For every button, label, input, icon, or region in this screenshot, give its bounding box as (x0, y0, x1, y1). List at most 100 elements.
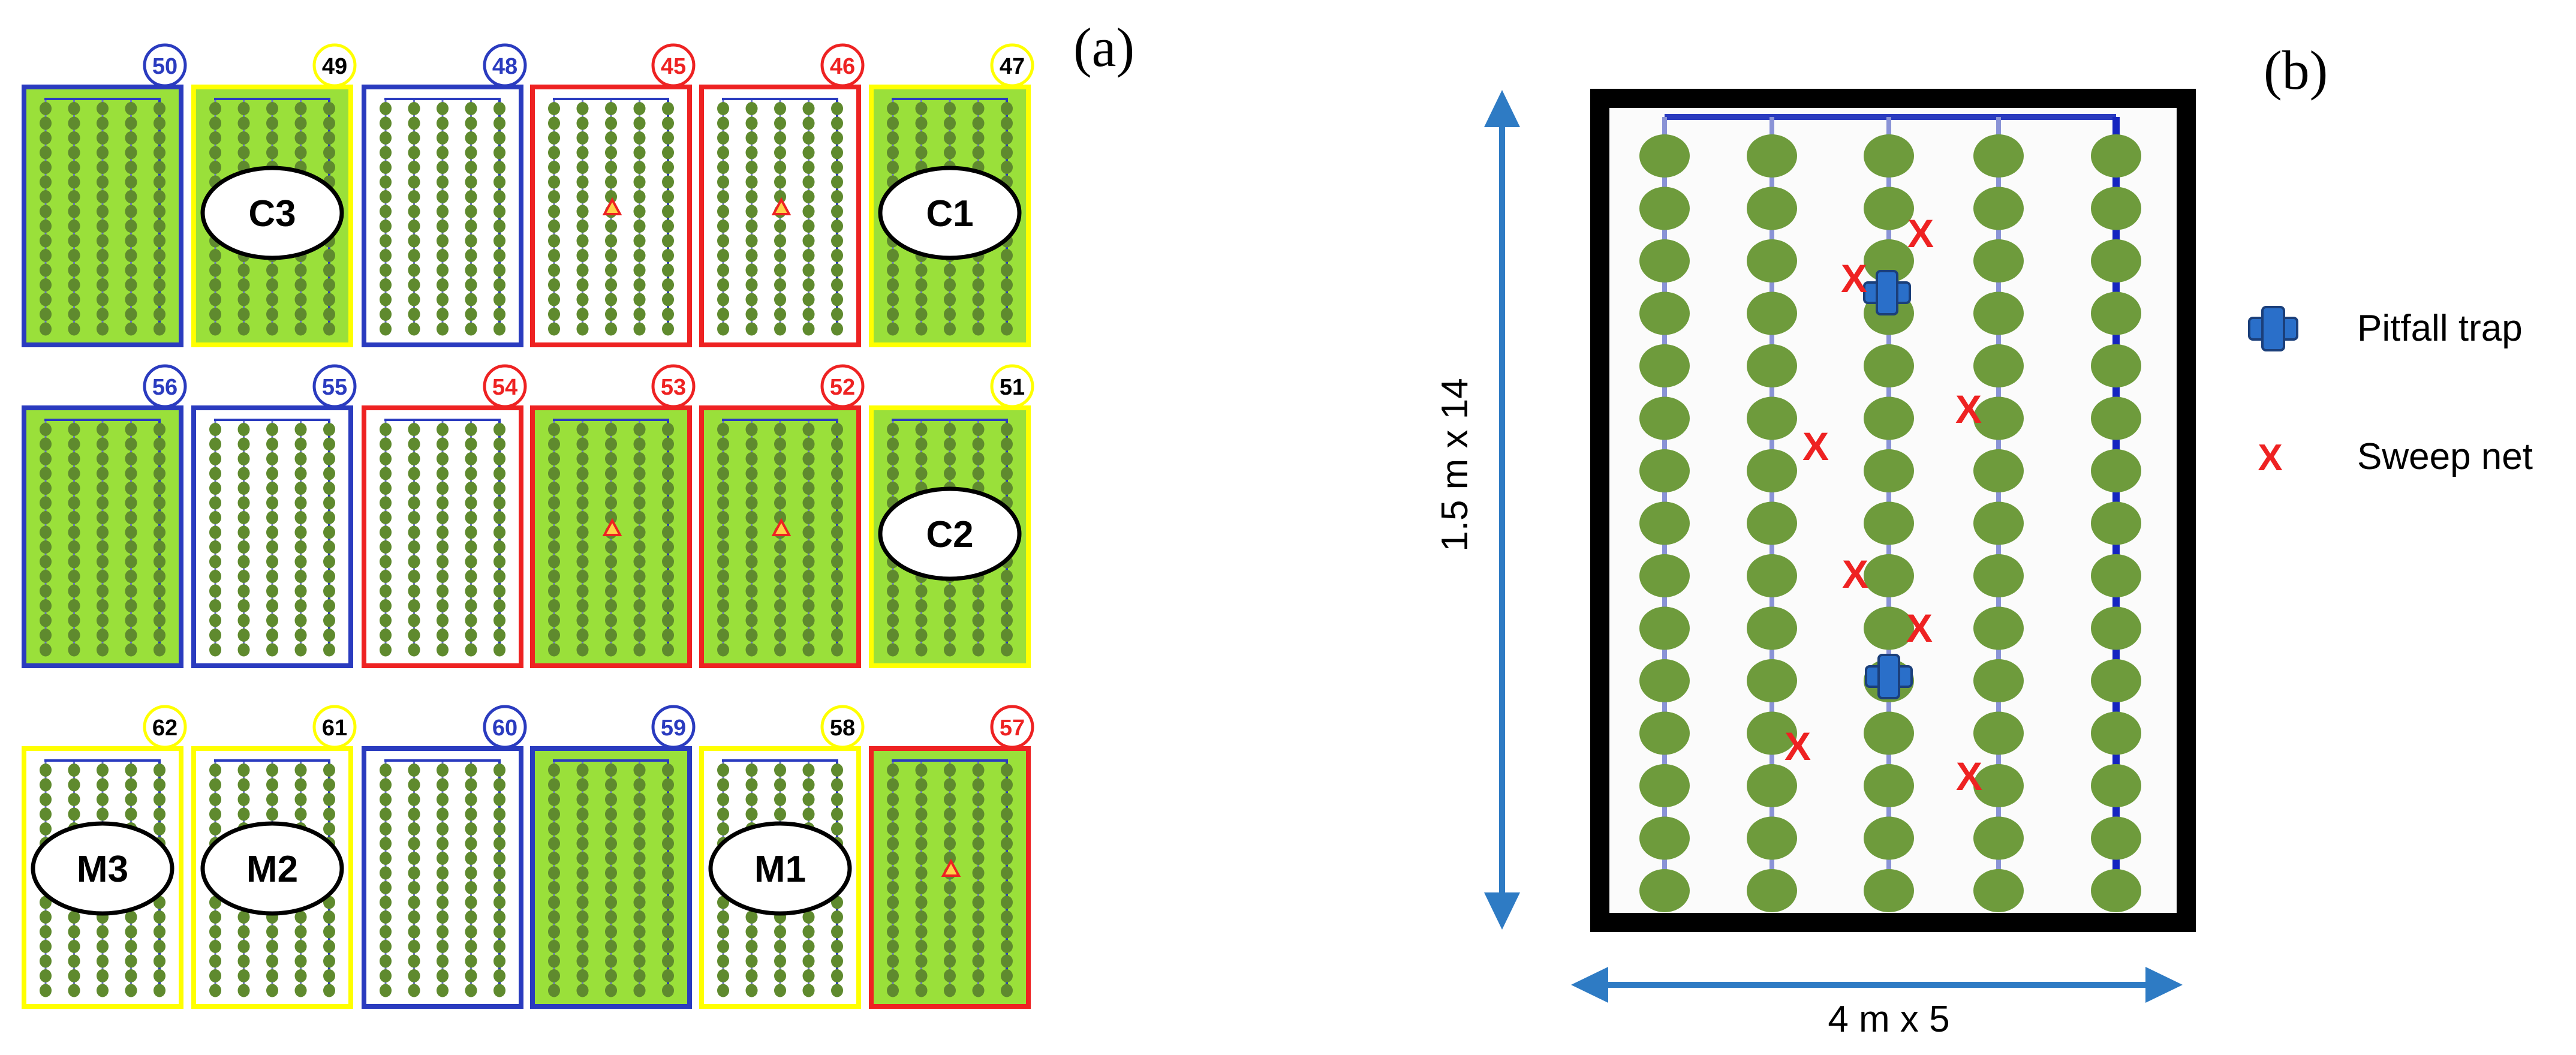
plant (576, 764, 589, 777)
plant (887, 467, 899, 480)
plant (40, 778, 52, 792)
plant (633, 764, 646, 777)
plant (380, 793, 392, 806)
plant (294, 437, 307, 451)
plant (831, 322, 843, 336)
plant (493, 852, 505, 865)
plant (576, 969, 589, 982)
plant (915, 452, 928, 465)
plant (774, 249, 786, 262)
plant (209, 643, 221, 657)
plant (40, 807, 52, 821)
plant (1639, 764, 1690, 807)
plant (662, 822, 674, 835)
plant (605, 293, 617, 306)
plant (380, 540, 392, 554)
plant (548, 234, 560, 248)
plant (605, 102, 617, 115)
plant (237, 764, 250, 777)
plant (745, 278, 758, 291)
treatment-tag: M2 (246, 849, 298, 890)
plant (465, 205, 477, 218)
plant (294, 954, 307, 968)
plant (662, 293, 674, 306)
plant (548, 131, 560, 145)
plant (717, 778, 729, 792)
plant (68, 102, 80, 115)
plant (605, 540, 617, 554)
plant (323, 102, 335, 115)
plant (266, 308, 278, 321)
plant (437, 437, 449, 451)
plant (125, 452, 137, 465)
legend-pitfall-label: Pitfall trap (2357, 308, 2523, 349)
plant (493, 102, 505, 115)
plant (944, 852, 956, 865)
plant (774, 940, 786, 953)
plant (605, 496, 617, 510)
plant (408, 293, 420, 306)
plant (237, 940, 250, 953)
plant (944, 793, 956, 806)
plant (972, 437, 985, 451)
plant (576, 437, 589, 451)
plant (237, 584, 250, 598)
plant (266, 322, 278, 336)
plant (408, 322, 420, 336)
plant (887, 570, 899, 583)
plant (97, 161, 109, 174)
plant (802, 423, 815, 436)
plant (323, 614, 335, 627)
plant (1864, 449, 1914, 492)
plant (380, 146, 392, 160)
plot-46: 46 (699, 43, 865, 347)
plant (266, 423, 278, 436)
plot-number: 48 (492, 54, 517, 79)
plant (745, 161, 758, 174)
plant (915, 940, 928, 953)
plant (717, 293, 729, 306)
plant (662, 778, 674, 792)
plant (774, 423, 786, 436)
plant (237, 116, 250, 130)
treatment-tag-oval (200, 166, 344, 260)
plant (633, 278, 646, 291)
plant (717, 175, 729, 189)
plant (662, 263, 674, 277)
plant (717, 452, 729, 465)
plant (745, 555, 758, 569)
plant (717, 190, 729, 203)
plant (745, 511, 758, 524)
plant (465, 852, 477, 865)
plant (944, 146, 956, 160)
plant (125, 496, 137, 510)
plant (97, 205, 109, 218)
plant (68, 131, 80, 145)
plant (323, 161, 335, 174)
plant (548, 146, 560, 160)
plant (154, 234, 165, 248)
plant (831, 807, 843, 821)
plant (1747, 816, 1797, 860)
plant (154, 131, 165, 145)
plant (605, 146, 617, 160)
plant (717, 161, 729, 174)
plant (465, 954, 477, 968)
plant (493, 910, 505, 924)
plant (944, 643, 956, 657)
plant (125, 467, 137, 480)
plant (548, 190, 560, 203)
plant (831, 116, 843, 130)
plant (266, 778, 278, 792)
plant (493, 205, 505, 218)
plant (40, 584, 52, 598)
plant (237, 496, 250, 510)
plant (831, 984, 843, 997)
plant (380, 614, 392, 627)
plant (576, 925, 589, 939)
plant (437, 895, 449, 909)
plant (97, 175, 109, 189)
plant (209, 322, 221, 336)
